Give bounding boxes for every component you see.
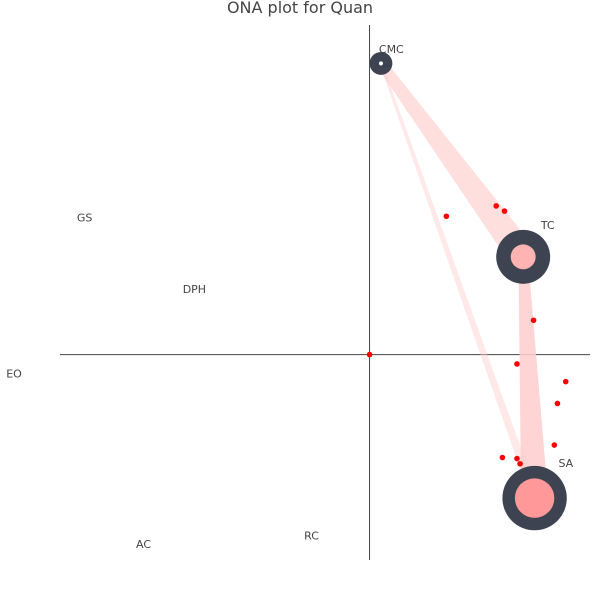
node-tc xyxy=(496,229,551,284)
data-point xyxy=(551,442,558,448)
node-center xyxy=(514,478,555,518)
node-label-dph: DPH xyxy=(183,283,206,296)
node-label-eo: EO xyxy=(6,367,22,380)
points-layer xyxy=(366,203,569,467)
data-point xyxy=(562,378,569,385)
node-label-cmc: CMC xyxy=(379,43,404,56)
node-sa xyxy=(502,465,567,531)
data-point xyxy=(530,317,537,324)
node-label-sa: SA xyxy=(558,457,573,470)
data-point xyxy=(514,455,520,462)
node-cmc xyxy=(369,52,393,75)
node-label-gs: GS xyxy=(77,211,93,224)
data-point xyxy=(501,208,508,214)
node-label-tc: TC xyxy=(540,219,555,232)
data-point xyxy=(493,203,499,209)
data-point xyxy=(554,400,561,407)
data-point xyxy=(517,460,523,467)
node-center xyxy=(510,244,536,270)
node-label-rc: RC xyxy=(304,530,319,543)
data-point xyxy=(514,361,520,367)
data-point xyxy=(499,454,506,461)
nodes-layer xyxy=(369,52,567,531)
node-label-ac: AC xyxy=(136,538,151,551)
edge-cmc-sa xyxy=(379,62,539,500)
chart-title: ONA plot for Quan xyxy=(227,0,373,17)
edges-layer xyxy=(376,60,549,500)
edge-tc-sa xyxy=(518,256,549,499)
data-point xyxy=(366,351,373,358)
edge-cmc-tc xyxy=(376,60,535,266)
labels-layer: CMC TC SA GS DPH EO AC RC xyxy=(6,43,573,551)
node-center xyxy=(378,61,384,66)
data-point xyxy=(443,213,450,220)
